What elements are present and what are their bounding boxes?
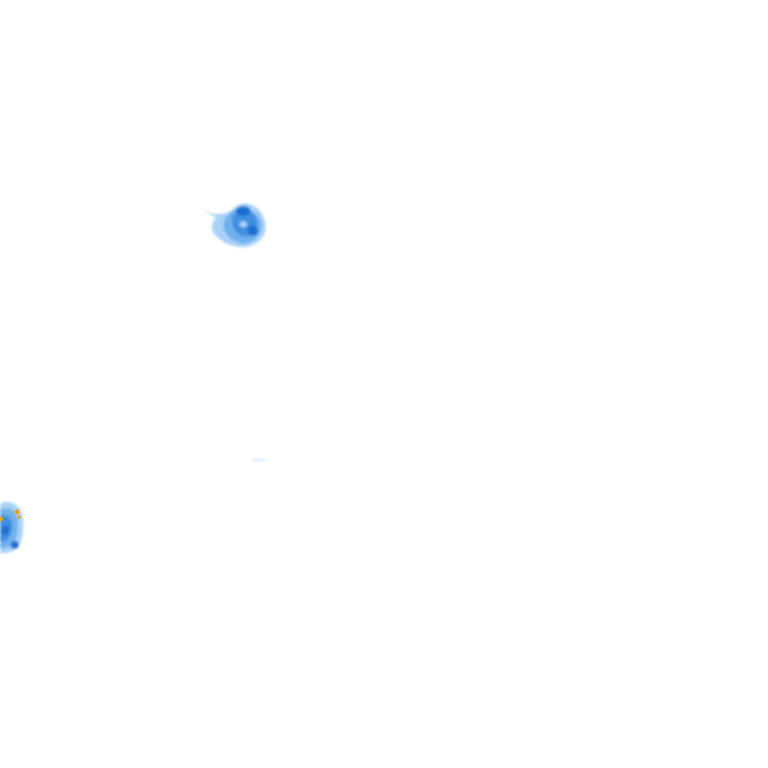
echo-cell-north-hole [239,221,248,228]
echo-cell-north-very-heavy-b [247,225,259,236]
echo-cell-west-edge [0,501,24,553]
echo-cell-north-very-heavy-a [235,206,251,216]
echo-trace-center [250,458,268,462]
echo-cell-west-extreme-cores [0,509,21,522]
echo-cell-west-extreme-core-b [17,515,21,519]
echo-cell-west-very-heavy-b [10,541,19,549]
echo-cell-west-very-heavy [1,525,10,535]
echo-cell-west-extreme-core-a [14,509,20,515]
echo-cell-north [203,203,266,248]
echo-cell-west-extreme-core-c [0,516,4,522]
echo-trace-center-very-light [250,458,268,462]
